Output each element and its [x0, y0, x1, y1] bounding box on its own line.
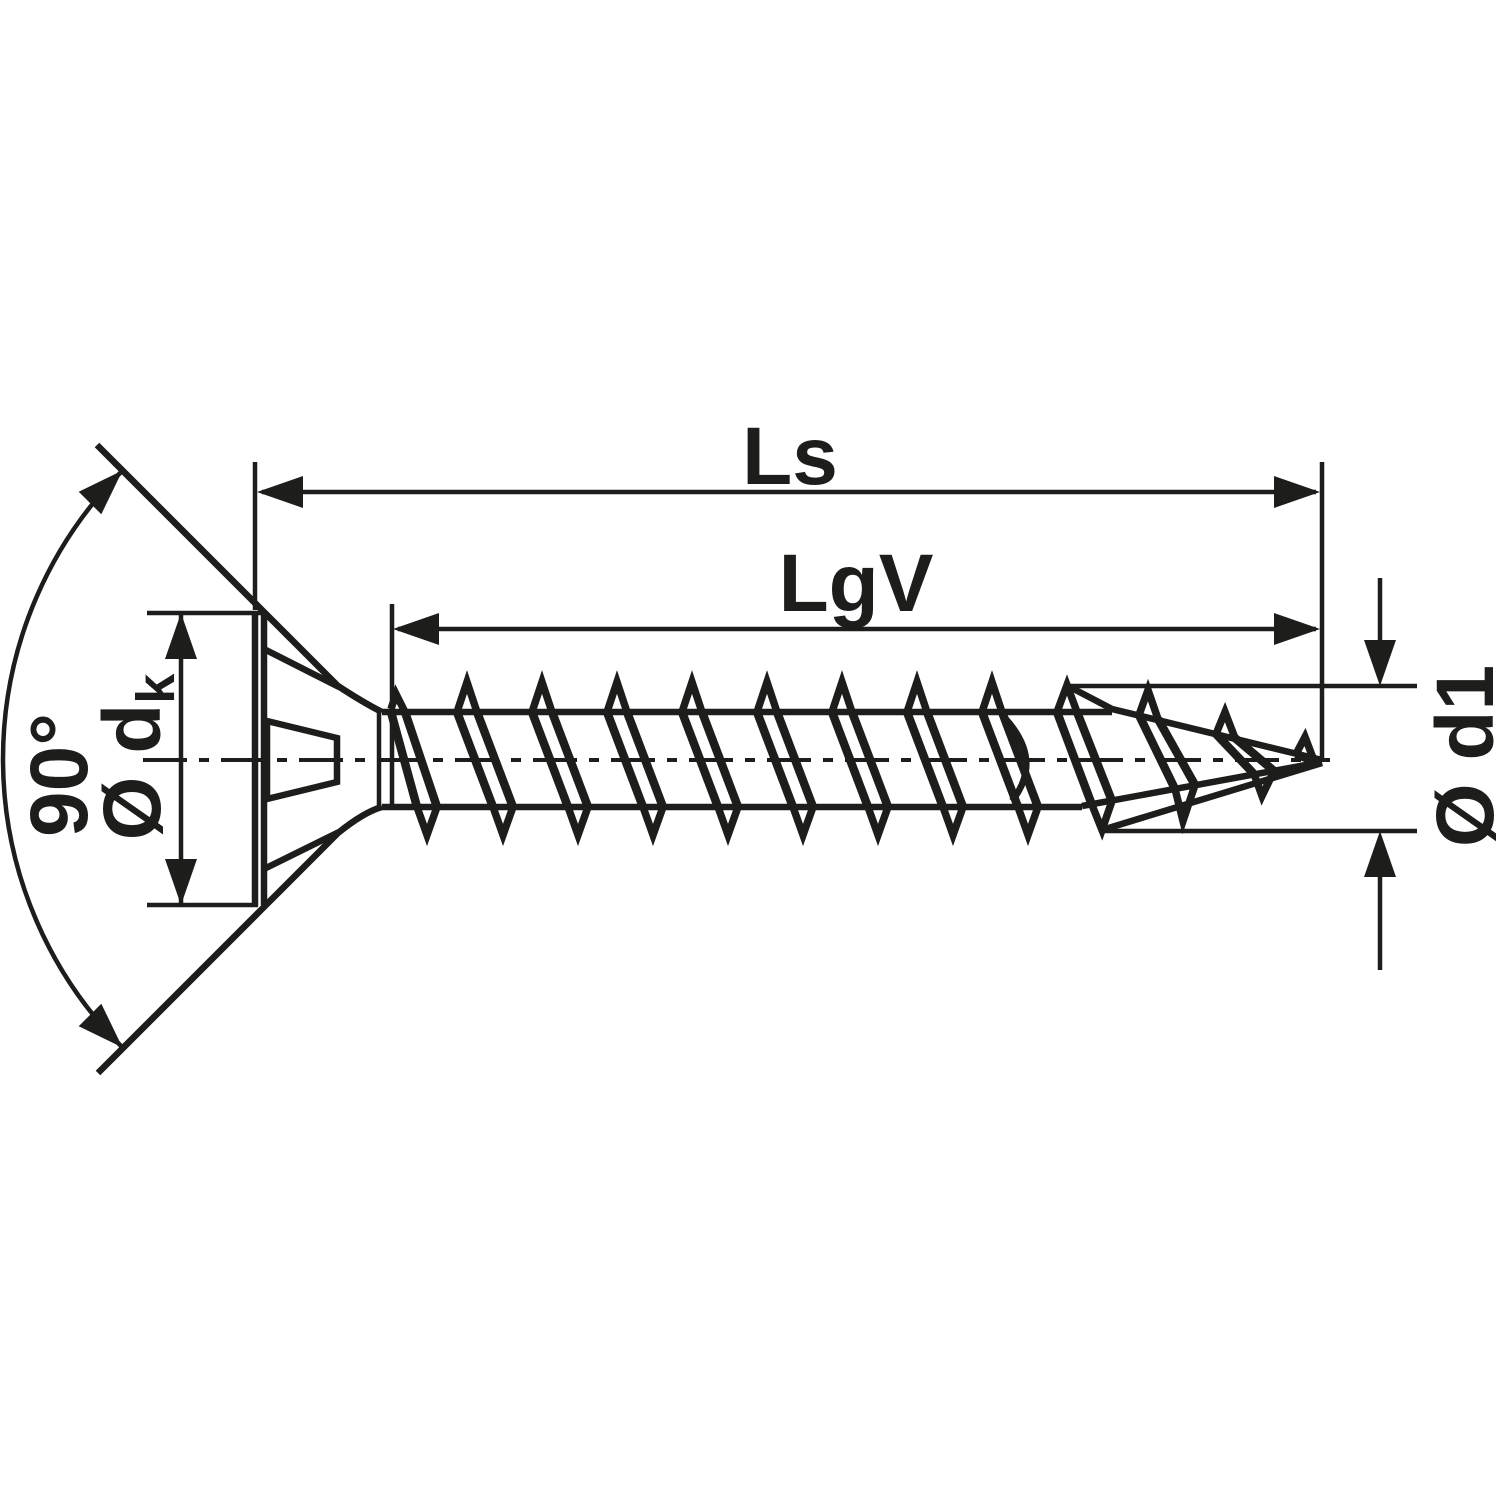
thread-flank: [623, 710, 667, 809]
screw-tip: [1066, 683, 1323, 834]
drive-recess-profile: [263, 716, 341, 804]
dimension-d1: Ø d1: [1068, 578, 1500, 970]
thread-flank: [386, 710, 422, 809]
thread-flank: [548, 710, 592, 809]
thread-crest: [639, 805, 667, 847]
thread-flank: [828, 710, 872, 809]
ls-arrowhead-left: [257, 476, 303, 508]
thread-flank: [473, 710, 517, 809]
lgv-label: LgV: [779, 538, 934, 629]
angle-arc: [0, 468, 125, 1050]
ls-label: Ls: [742, 411, 838, 502]
thread-crest: [864, 805, 892, 847]
thread-flank: [1294, 750, 1318, 766]
thread-flank: [678, 710, 722, 809]
angle-arrowhead-bottom: [78, 1003, 123, 1048]
thread-crest: [978, 670, 1006, 714]
thread-crest: [939, 805, 967, 847]
thread-flank: [603, 710, 647, 809]
ls-arrowhead-right: [1274, 476, 1320, 508]
thread-flank: [400, 710, 442, 809]
dk-label: Ø dk: [87, 673, 186, 841]
thread-flank: [528, 710, 572, 809]
lgv-arrowhead-left: [393, 613, 439, 645]
thread-flank: [998, 710, 1042, 809]
thread-crest: [678, 670, 706, 714]
tip-taper-top-line: [1066, 683, 1323, 764]
dk-arrowhead-bottom: [165, 859, 197, 905]
head-cone-bottom-outline: [95, 803, 383, 1076]
thread-crest: [714, 805, 742, 847]
thread-flank: [1135, 713, 1179, 791]
angle-label: 90°: [14, 713, 105, 837]
thread-flank: [1212, 731, 1258, 777]
thread-flank: [453, 710, 497, 809]
thread-crest: [828, 670, 856, 714]
thread-crest: [903, 670, 931, 714]
thread-flank: [1232, 734, 1277, 775]
thread-crest: [1171, 783, 1199, 835]
d1-arrowhead-top: [1364, 640, 1396, 686]
dk-label-subscript: k: [126, 673, 186, 704]
thread-flank: [1053, 710, 1096, 807]
thread-crest: [528, 670, 556, 714]
dimension-dk: Ø dk: [87, 610, 262, 908]
thread-crest: [1212, 701, 1239, 740]
thread-crest: [453, 670, 481, 714]
thread-crest: [489, 805, 517, 847]
screw-thread: [386, 670, 1318, 847]
thread-flank: [1073, 710, 1116, 803]
tip-taper-bottom-envelope-line: [1101, 759, 1323, 834]
thread-crest: [1250, 769, 1278, 806]
thread-flank: [698, 710, 742, 809]
head-cone-top-outline: [94, 442, 384, 715]
thread-flank: [773, 710, 817, 809]
dimension-ls: Ls: [252, 411, 1325, 758]
thread-flank: [753, 710, 797, 809]
thread-flank: [923, 710, 967, 809]
thread-flank: [903, 710, 947, 809]
thread-flank: [978, 710, 1022, 809]
head-chamfer-bottom-line: [262, 829, 341, 872]
thread-crest: [1053, 674, 1081, 714]
thread-crest: [603, 670, 631, 714]
thread-crest: [564, 805, 592, 847]
thread-crest: [789, 805, 817, 847]
dk-arrowhead-top: [165, 613, 197, 659]
thread-crest: [413, 805, 441, 847]
dimension-lgv: LgV: [389, 538, 1320, 808]
thread-crest: [1014, 805, 1042, 847]
thread-flank: [848, 710, 892, 809]
dk-label-main: Ø d: [87, 704, 178, 841]
head-chamfer-top-line: [262, 646, 341, 690]
thread-crest: [1135, 678, 1162, 721]
thread-crest: [753, 670, 781, 714]
angle-arrowhead-top: [78, 470, 123, 515]
screw-head: [94, 442, 384, 1076]
thread-flank: [1154, 716, 1199, 788]
d1-label: Ø d1: [1420, 665, 1500, 847]
dimension-angle-90: 90°: [0, 468, 125, 1050]
d1-arrowhead-bottom: [1364, 831, 1396, 877]
thread-crest: [1292, 727, 1317, 760]
tip-taper-bottom-core-line: [1081, 758, 1323, 810]
lgv-arrowhead-right: [1274, 613, 1320, 645]
